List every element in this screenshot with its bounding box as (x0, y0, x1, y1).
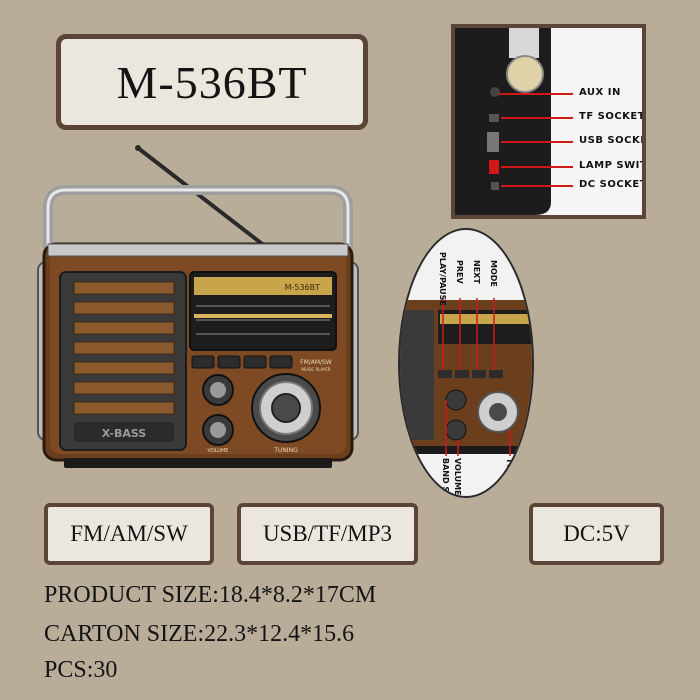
bands-spec: FM/AM/SW (70, 521, 188, 546)
power-spec-box: DC:5V (529, 503, 664, 565)
play-pause-label: PLAY/PAUSE (438, 252, 447, 306)
tuning-callout-label: TUNING (505, 458, 514, 493)
tuning-label: TUNING (273, 447, 298, 454)
usb-socket-label: USB SOCKET (579, 135, 642, 146)
dial-model-label: M-536BT (285, 283, 321, 292)
player-label: FM/AM/SW (300, 359, 332, 366)
player-sub-label: MUSIC PLAYER (301, 367, 330, 372)
model-title: M-536BT (116, 56, 308, 108)
antenna (136, 146, 272, 252)
side-panel-photo (455, 28, 642, 215)
volume-callout-label: VOLUME (453, 458, 462, 496)
speaker-badge: X-BASS (102, 427, 146, 440)
dc-socket-label: DC SOCKET (579, 179, 646, 190)
carton-size: CARTON SIZE:22.3*12.4*15.6 (44, 621, 355, 647)
product-size: PRODUCT SIZE:18.4*8.2*17CM (44, 582, 377, 608)
media-spec: USB/TF/MP3 (262, 521, 393, 546)
pieces-count: PCS:30 (44, 657, 118, 683)
aux-in-label: AUX IN (579, 87, 621, 98)
side-panel-inset: AUX IN TF SOCKET USB SOCKET LAMP SWITCH … (451, 24, 646, 219)
bands-spec-box: FM/AM/SW (44, 503, 214, 565)
next-label: NEXT (472, 260, 481, 284)
prev-label: PREV (455, 260, 464, 284)
model-title-card: M-536BT (56, 34, 368, 130)
lamp-switch-label: LAMP SWITCH (579, 160, 642, 171)
controls-closeup (400, 298, 532, 456)
mode-label: MODE (489, 260, 498, 287)
volume-label: VOLUME (208, 448, 229, 454)
radio-illustration: X-BASS M-536BT FM/AM/SW MUSIC PLAYER VOL… (37, 145, 359, 468)
radio-base (64, 458, 332, 468)
controls-callout: PLAY/PAUSE PREV NEXT MODE BAND SWITCH VO… (398, 228, 534, 498)
power-spec: DC:5V (563, 521, 630, 546)
band-switch-label: BAND SWITCH (441, 458, 450, 498)
tf-socket-label: TF SOCKET (579, 111, 646, 122)
media-spec-box: USB/TF/MP3 (237, 503, 418, 565)
